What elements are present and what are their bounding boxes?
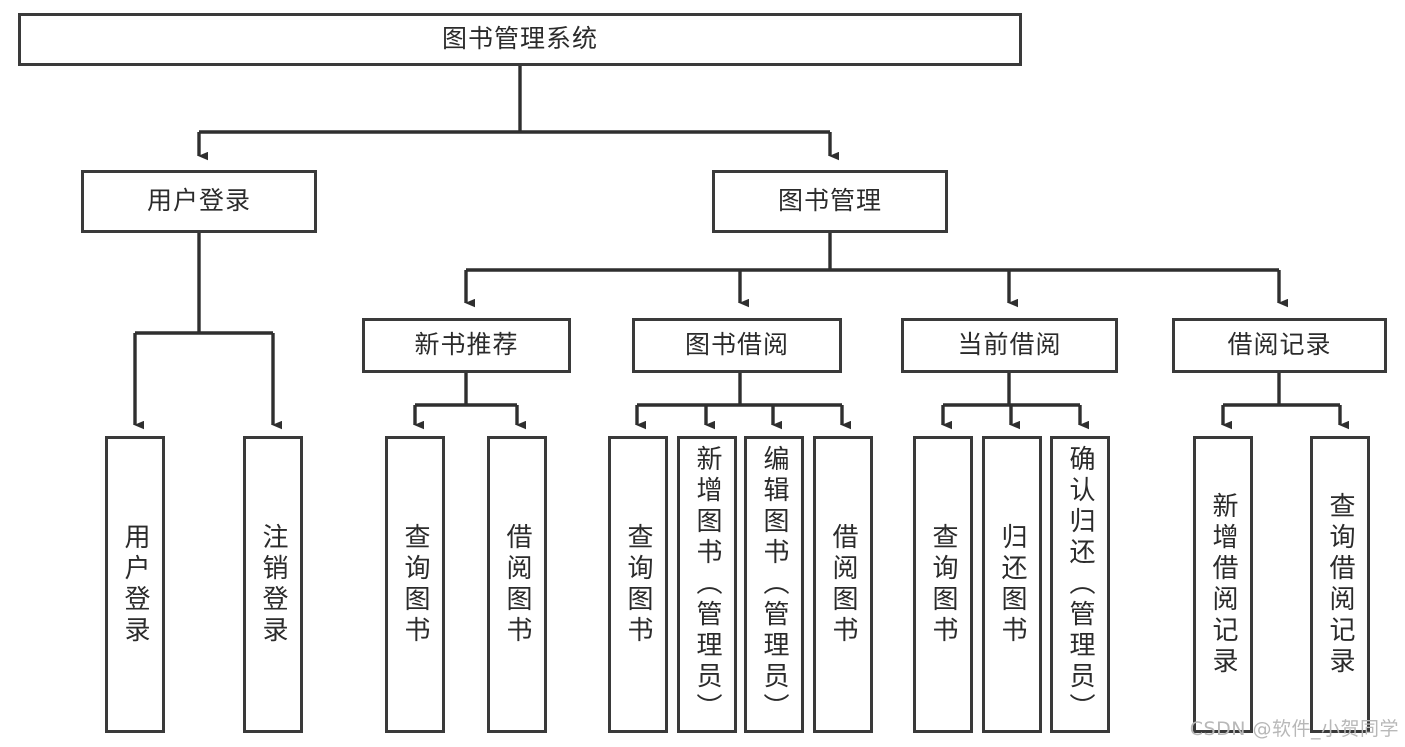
node-label: 用户登录 — [120, 522, 150, 647]
node-label: 归还图书 — [997, 522, 1027, 647]
node-label: 图书管理系统 — [441, 24, 598, 54]
node-label: 图书借阅 — [684, 330, 789, 360]
node-label: 查询图书 — [928, 522, 958, 647]
node-leaf-user-login[interactable]: 用户登录 — [105, 436, 165, 733]
node-leaf-add-borrow-record[interactable]: 新增借阅记录 — [1193, 436, 1253, 733]
node-book-borrow[interactable]: 图书借阅 — [632, 318, 842, 373]
node-leaf-return-book[interactable]: 归还图书 — [982, 436, 1042, 733]
node-label: 查询图书 — [400, 522, 430, 647]
node-label: 查询图书 — [623, 522, 653, 647]
node-label: 确认归还（管理员） — [1065, 445, 1095, 724]
node-book-management[interactable]: 图书管理 — [712, 170, 948, 233]
node-leaf-edit-book-admin[interactable]: 编辑图书（管理员） — [744, 436, 804, 733]
node-user-login[interactable]: 用户登录 — [81, 170, 317, 233]
node-leaf-query-book-borrow[interactable]: 查询图书 — [608, 436, 668, 733]
node-label: 新增图书（管理员） — [692, 445, 722, 724]
node-label: 查询借阅记录 — [1325, 491, 1355, 678]
node-leaf-query-borrow-record[interactable]: 查询借阅记录 — [1310, 436, 1370, 733]
node-label: 借阅图书 — [502, 522, 532, 647]
node-leaf-query-book-current[interactable]: 查询图书 — [913, 436, 973, 733]
node-label: 注销登录 — [258, 522, 288, 647]
node-leaf-logout-login[interactable]: 注销登录 — [243, 436, 303, 733]
node-new-book-recommend[interactable]: 新书推荐 — [362, 318, 571, 373]
node-root-book-management-system[interactable]: 图书管理系统 — [18, 13, 1022, 66]
node-label: 编辑图书（管理员） — [759, 445, 789, 724]
node-label: 当前借阅 — [957, 330, 1062, 360]
node-label: 新增借阅记录 — [1208, 491, 1238, 678]
node-label: 新书推荐 — [414, 330, 519, 360]
node-leaf-confirm-return-admin[interactable]: 确认归还（管理员） — [1050, 436, 1110, 733]
node-leaf-query-book-recommend[interactable]: 查询图书 — [385, 436, 445, 733]
node-label: 用户登录 — [146, 186, 251, 216]
node-leaf-borrow-book-borrow[interactable]: 借阅图书 — [813, 436, 873, 733]
node-leaf-add-book-admin[interactable]: 新增图书（管理员） — [677, 436, 737, 733]
node-leaf-borrow-book-recommend[interactable]: 借阅图书 — [487, 436, 547, 733]
node-label: 图书管理 — [777, 186, 882, 216]
node-label: 借阅记录 — [1227, 330, 1332, 360]
node-current-borrow[interactable]: 当前借阅 — [901, 318, 1118, 373]
node-borrow-record[interactable]: 借阅记录 — [1172, 318, 1387, 373]
node-label: 借阅图书 — [828, 522, 858, 647]
csdn-watermark: CSDN @软件_小贺同学 — [1189, 718, 1399, 740]
